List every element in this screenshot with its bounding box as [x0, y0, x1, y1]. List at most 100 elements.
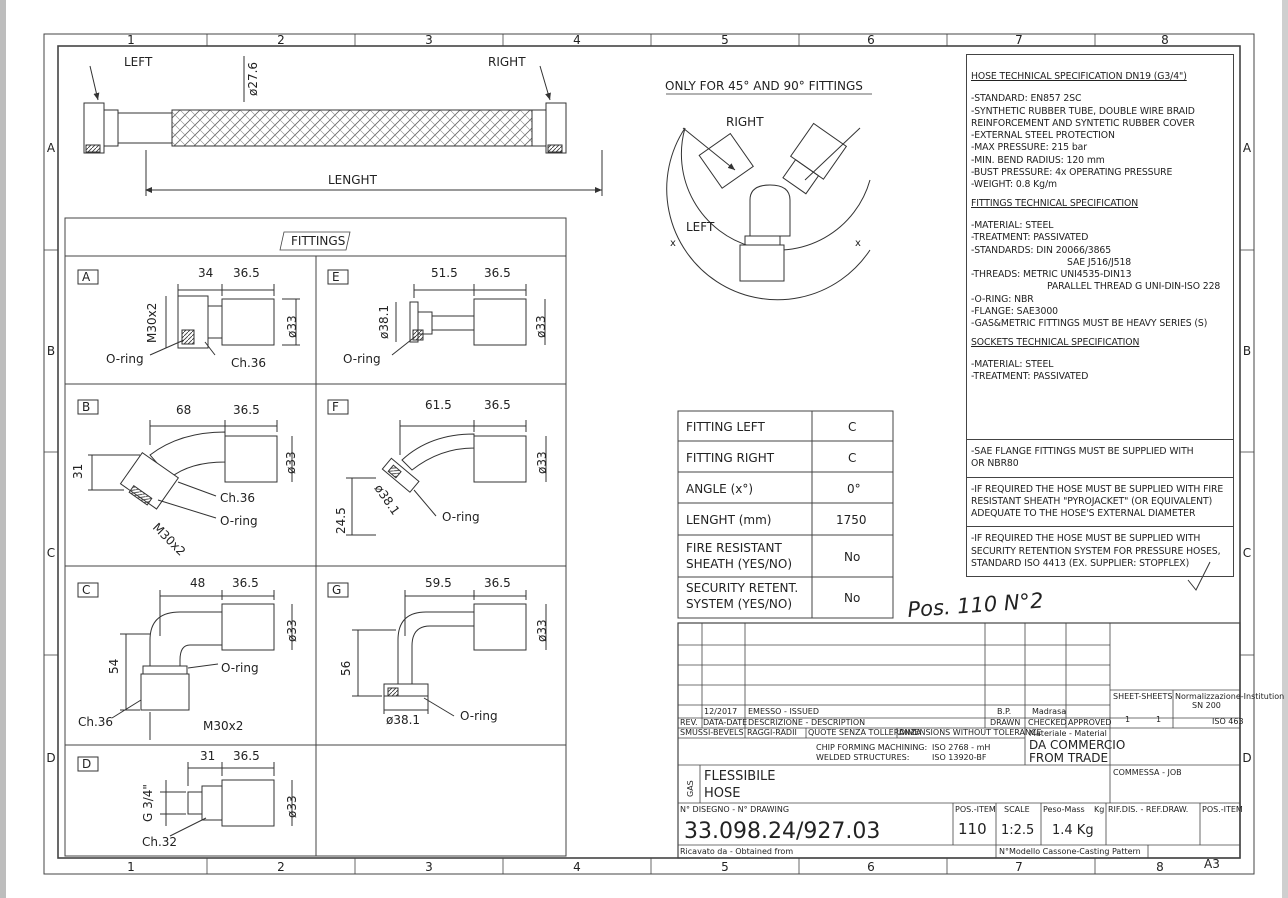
rev-date: 12/2017 [704, 707, 737, 716]
col-label: 6 [867, 33, 875, 47]
fitting-c-thread: M30x2 [203, 719, 243, 733]
hdr-rev: REV. [680, 718, 698, 727]
material-line-1: DA COMMERCIO [1029, 738, 1125, 752]
row-label: D [46, 751, 55, 765]
standard-label: Normalizzazione-Institution [1175, 692, 1284, 701]
tol-radii: RAGGI-RADII [747, 728, 797, 737]
fitting-d-thread: G 3/4" [141, 784, 155, 822]
scale-label: SCALE [1004, 805, 1030, 814]
material-line-2: FROM TRADE [1029, 751, 1108, 765]
spec-line: -STANDARDS: DIN 20066/3865 [971, 244, 1112, 256]
spec-line: -MATERIAL: STEEL [971, 219, 1054, 231]
fitting-b-code: B [82, 400, 90, 414]
angle-x-right: x [855, 238, 861, 249]
spec-line: ADEQUATE TO THE HOSE'S EXTERNAL DIAMETER [971, 508, 1196, 520]
fitting-c-ch: Ch.36 [78, 715, 113, 729]
fitting-c-code: C [82, 583, 90, 597]
spec-line: -O-RING: NBR [971, 293, 1034, 305]
spec-line: -SAE FLANGE FITTINGS MUST BE SUPPLIED WI… [971, 446, 1194, 457]
sockets-spec-title: SOCKETS TECHNICAL SPECIFICATION [971, 336, 1140, 348]
rev-drawn: B.P. [997, 707, 1011, 716]
config-label: SYSTEM (YES/NO) [686, 597, 792, 611]
fitting-e-drawing [327, 269, 546, 356]
weight-label: Peso-Mass [1043, 805, 1085, 814]
fitting-a-d2: 36.5 [233, 266, 260, 280]
rev-checked: Madrasa [1032, 707, 1066, 716]
spec-line: -MATERIAL: STEEL [971, 358, 1054, 370]
fitting-b-oring: O-ring [220, 514, 258, 528]
order-label: COMMESSA - JOB [1113, 768, 1182, 777]
grid-labels: 1 2 3 4 5 6 7 8 1 2 3 4 5 6 7 8 A B C D … [46, 33, 1252, 874]
col-label: 7 [1015, 860, 1023, 874]
fitting-c-dia: ø33 [285, 619, 299, 642]
material-label: Materiale - Material [1029, 729, 1107, 738]
fitting-f-h: 24.5 [334, 507, 348, 534]
spec-note-flange: -SAE FLANGE FITTINGS MUST BE SUPPLIED WI… [966, 440, 1234, 478]
fitting-b-thread: M30x2 [150, 520, 188, 558]
fitting-d-drawing [77, 756, 293, 837]
sheets-total: 1 [1156, 715, 1161, 724]
hdr-date: DATA-DATE [703, 718, 747, 727]
col-label: 6 [867, 860, 875, 874]
col-label: 2 [277, 33, 285, 47]
angle-left-label: LEFT [686, 220, 715, 234]
sheet-frame [43, 33, 1255, 875]
spec-main-block: HOSE TECHNICAL SPECIFICATION DN19 (G3/4"… [966, 54, 1234, 440]
spec-line: -IF REQUIRED THE HOSE MUST BE SUPPLIED W… [971, 533, 1201, 545]
spec-line: -FLANGE: SAE3000 [971, 306, 1058, 318]
title-english: HOSE [704, 786, 740, 801]
config-value: No [844, 550, 860, 564]
row-label: A [1243, 141, 1252, 155]
hdr-checked: CHECKED [1028, 718, 1067, 727]
weight-unit: Kg [1094, 805, 1104, 814]
angle-x-left: x [670, 238, 676, 249]
fittings-frame [64, 217, 567, 857]
fitting-b-dia: ø33 [284, 451, 298, 474]
spec-line: RESISTANT SHEATH "PYROJACKET" (OR EQUIVA… [971, 495, 1213, 507]
fitting-c-oring: O-ring [221, 661, 259, 675]
angle-view-title: ONLY FOR 45° AND 90° FITTINGS [665, 79, 863, 93]
fitting-d-code: D [82, 757, 91, 771]
config-value: 1750 [836, 513, 867, 527]
fitting-a-dia: ø33 [285, 315, 299, 338]
fitting-c-d2: 36.5 [232, 576, 259, 590]
fitting-c-d1: 48 [190, 576, 205, 590]
check-mark [1187, 561, 1211, 591]
tol-no-tolerance-it: QUOTE SENZA TOLLERANZA [808, 728, 922, 737]
tol-weld: WELDED STRUCTURES: [816, 753, 909, 762]
fitting-f-d2: 36.5 [484, 398, 511, 412]
fitting-g-dia: ø33 [535, 619, 549, 642]
tol-bevels: SMUSSI-BEVELS [680, 728, 744, 737]
config-value: 0° [847, 482, 861, 496]
tol-chip: CHIP FORMING MACHINING: [816, 743, 927, 752]
fitting-b-h: 31 [71, 464, 85, 479]
row-label: A [47, 141, 56, 155]
hose-spec-title: HOSE TECHNICAL SPECIFICATION DN19 (G3/4"… [971, 71, 1187, 82]
fitting-c-drawing [77, 582, 293, 740]
config-value: No [844, 591, 860, 605]
col-label: 5 [721, 33, 729, 47]
position-number: 110 [958, 820, 987, 838]
tol-weld-value: ISO 13920-BF [932, 753, 987, 762]
spec-line: SAE J516/J518 [1067, 256, 1132, 268]
fitting-a-ch: Ch.36 [231, 356, 266, 370]
fitting-d-dia: ø33 [285, 795, 299, 818]
fitting-f-drawing [327, 399, 547, 536]
replaces-label: Ricavato da - Obtained from [680, 847, 793, 856]
spec-note-retention: -IF REQUIRED THE HOSE MUST BE SUPPLIED W… [966, 527, 1234, 578]
fitting-f-oring: O-ring [442, 510, 480, 524]
config-label: LENGHT (mm) [686, 513, 771, 527]
fittings-title: FITTINGS [291, 234, 345, 248]
fitting-e-d1: 51.5 [431, 266, 458, 280]
spec-line: -GAS&METRIC FITTINGS MUST BE HEAVY SERIE… [971, 318, 1208, 330]
weight-value: 1.4 Kg [1052, 823, 1094, 838]
fitting-g-d2: 36.5 [484, 576, 511, 590]
spec-line: -TREATMENT: PASSIVATED [971, 232, 1089, 244]
fitting-a-d1: 34 [198, 266, 213, 280]
spec-line: -MAX PRESSURE: 215 bar [971, 142, 1087, 154]
fitting-f-code: F [332, 400, 339, 414]
col-label: 4 [573, 33, 581, 47]
spec-note-fire: -IF REQUIRED THE HOSE MUST BE SUPPLIED W… [966, 477, 1234, 528]
fitting-g-d1: 59.5 [425, 576, 452, 590]
